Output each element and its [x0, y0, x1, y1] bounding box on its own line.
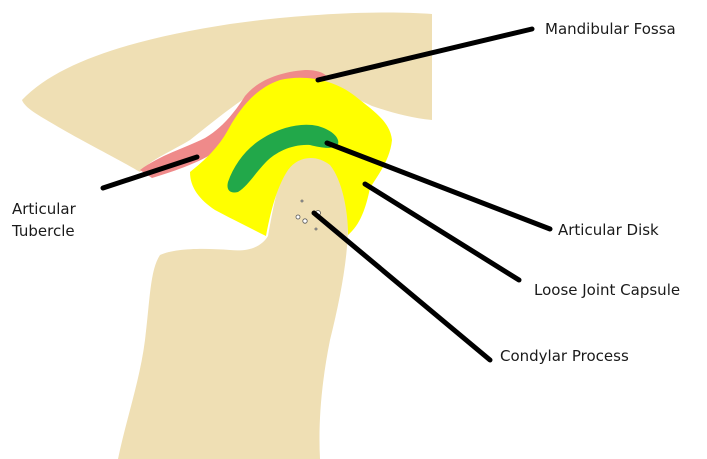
label-articular-tubercle: Articular Tubercle	[12, 198, 76, 242]
leader-line-loose-joint-capsule	[365, 184, 519, 280]
label-condylar-process: Condylar Process	[500, 345, 629, 367]
label-articular-tubercle-line1: Articular	[12, 198, 76, 220]
label-articular-disk: Articular Disk	[558, 219, 659, 241]
label-articular-tubercle-line2: Tubercle	[12, 220, 76, 242]
label-mandibular-fossa: Mandibular Fossa	[545, 18, 676, 40]
label-loose-joint-capsule: Loose Joint Capsule	[534, 279, 680, 301]
